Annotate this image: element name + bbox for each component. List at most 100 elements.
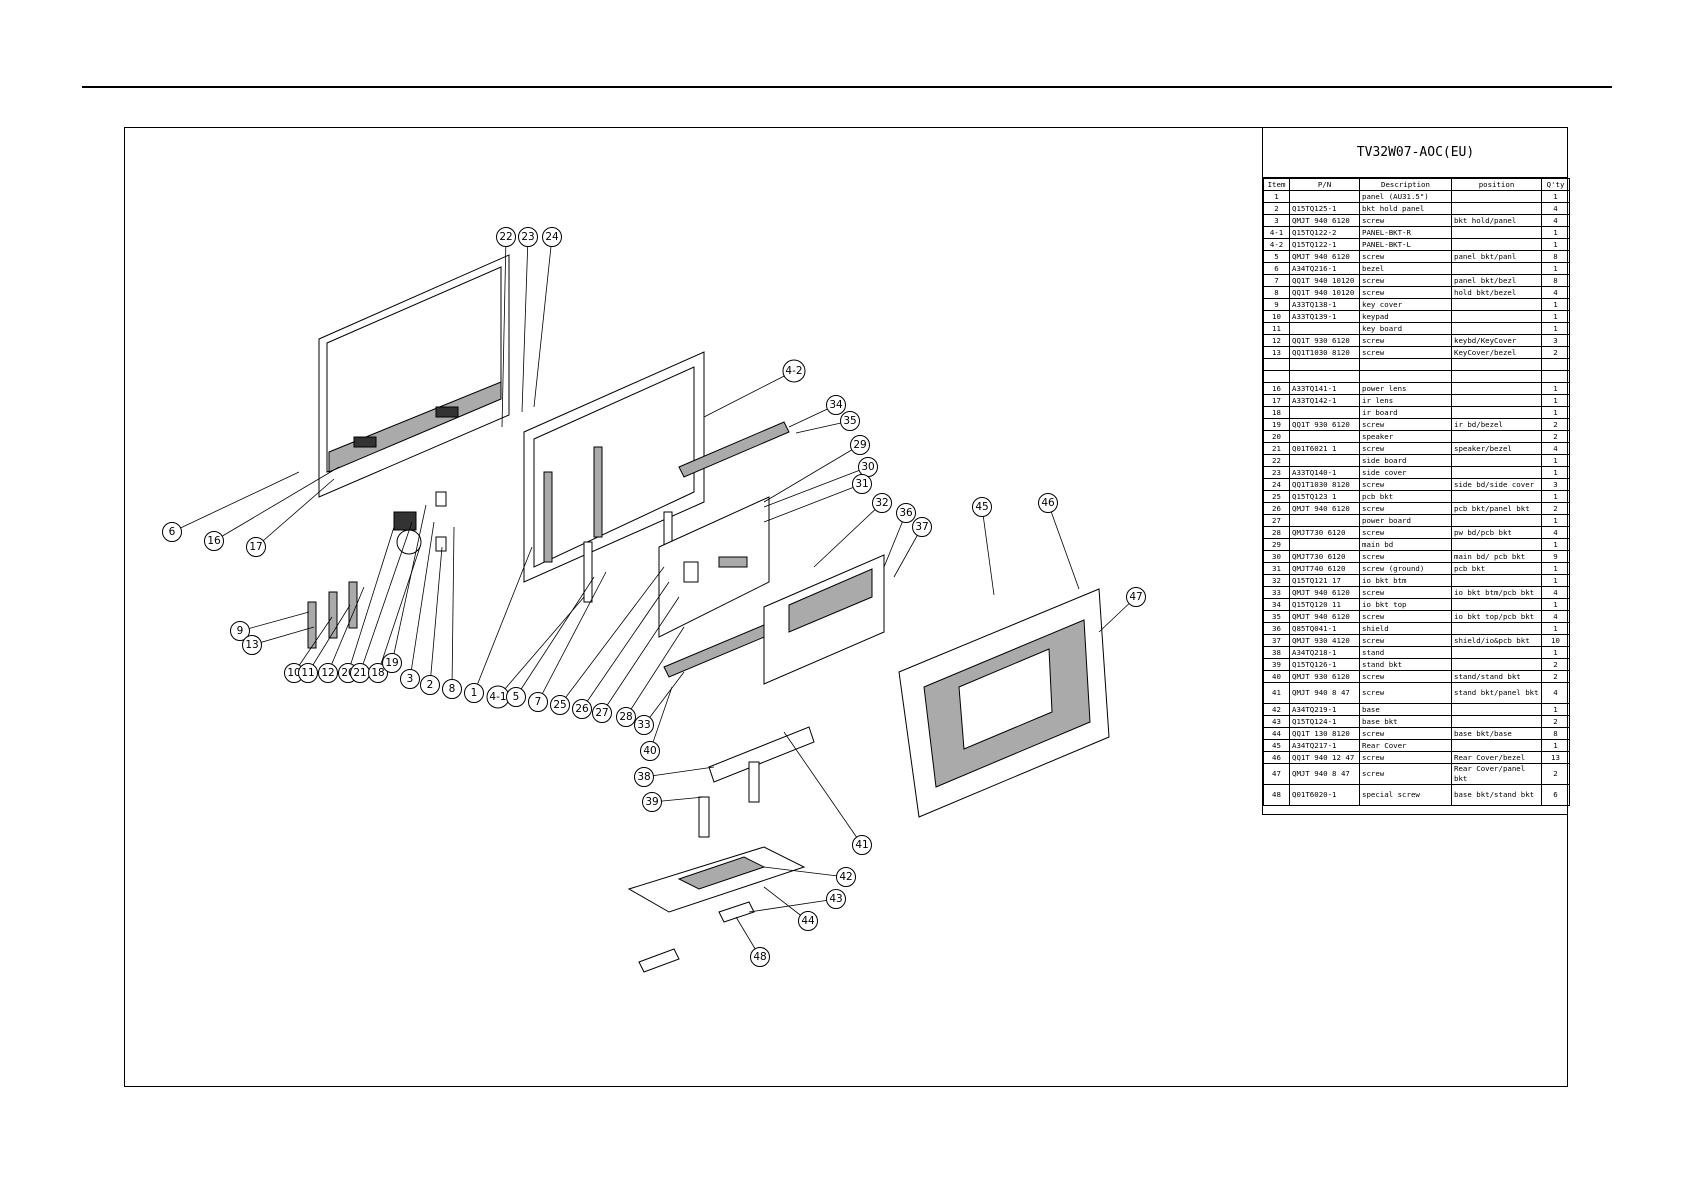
bom-cell-desc bbox=[1359, 358, 1452, 371]
callout-circle bbox=[616, 707, 636, 727]
bom-cell-item: 3 bbox=[1263, 214, 1290, 227]
bom-cell-item: 39 bbox=[1263, 658, 1290, 671]
callout-label: 21 bbox=[353, 667, 366, 679]
callout-label: 10 bbox=[287, 667, 300, 679]
bom-cell-pn: Q15TQ124-1 bbox=[1289, 715, 1360, 728]
callout-circle bbox=[750, 947, 770, 967]
callout-label: 48 bbox=[753, 951, 766, 963]
callout-27: 27 bbox=[592, 703, 612, 723]
bom-cell-item: 20 bbox=[1263, 430, 1290, 443]
callout-label: 1 bbox=[471, 687, 478, 699]
callout-45: 45 bbox=[972, 497, 992, 517]
bom-cell-item: 43 bbox=[1263, 715, 1290, 728]
bom-cell-desc: keypad bbox=[1359, 310, 1452, 323]
bom-cell-pos: Rear Cover/bezel bbox=[1451, 751, 1542, 764]
callout-12: 12 bbox=[318, 663, 338, 683]
bom-cell-qty: 4 bbox=[1541, 202, 1570, 215]
callout-label: 17 bbox=[249, 541, 262, 553]
bom-cell-qty: 1 bbox=[1541, 703, 1570, 716]
bom-cell-item: 45 bbox=[1263, 739, 1290, 752]
callout-47: 47 bbox=[1126, 587, 1146, 607]
bom-cell-pn: Q85TQ041-1 bbox=[1289, 622, 1360, 635]
bom-cell-pn: Q15TQ125-1 bbox=[1289, 202, 1360, 215]
bom-cell-desc: shield bbox=[1359, 622, 1452, 635]
leader-line bbox=[783, 731, 863, 846]
bom-cell-desc: base bbox=[1359, 703, 1452, 716]
bom-cell-pn bbox=[1289, 370, 1360, 383]
bom-cell-desc: screw bbox=[1359, 334, 1452, 347]
bom-cell-qty: 4 bbox=[1541, 610, 1570, 623]
callout-36: 36 bbox=[896, 503, 916, 523]
bom-cell-qty bbox=[1541, 358, 1570, 371]
bom-cell-desc: screw bbox=[1359, 214, 1452, 227]
part-io-bkt-bottom bbox=[663, 624, 770, 678]
bom-cell-pn: Q15TQ120 11 bbox=[1289, 598, 1360, 611]
bom-cell-item: 4-2 bbox=[1263, 238, 1290, 251]
callout-circle bbox=[298, 663, 318, 683]
bom-cell-desc: panel (AU31.5") bbox=[1359, 190, 1452, 203]
callout-circle bbox=[506, 687, 526, 707]
bom-cell-qty: 2 bbox=[1541, 658, 1570, 671]
bom-cell-pos bbox=[1451, 310, 1542, 323]
bom-cell-pos: base bkt/base bbox=[1451, 727, 1542, 740]
bom-cell-item: 33 bbox=[1263, 586, 1290, 599]
bom-cell-pos bbox=[1451, 358, 1542, 371]
callout-label: 34 bbox=[829, 399, 843, 411]
callout-label: 2 bbox=[427, 679, 434, 691]
callout-circle bbox=[912, 517, 932, 537]
callout-30: 30 bbox=[858, 457, 878, 477]
leader-line bbox=[521, 236, 529, 413]
bom-cell-qty: 8 bbox=[1541, 250, 1570, 263]
bom-cell-item: 41 bbox=[1263, 682, 1290, 704]
bom-cell-desc: screw bbox=[1359, 586, 1452, 599]
top-rule bbox=[82, 86, 1612, 88]
part-io-bkt-top bbox=[678, 421, 790, 478]
callout-label: 47 bbox=[1129, 591, 1142, 603]
leader-line bbox=[537, 571, 607, 703]
bom-cell-qty: 2 bbox=[1541, 763, 1570, 785]
leader-line bbox=[625, 626, 685, 718]
callout-48: 48 bbox=[750, 947, 770, 967]
bom-cell-pos: pw bd/pcb bkt bbox=[1451, 526, 1542, 539]
bom-header-pn: P/N bbox=[1289, 178, 1360, 191]
bom-cell-pos: ir bd/bezel bbox=[1451, 418, 1542, 431]
bom-cell-pn bbox=[1289, 358, 1360, 371]
bom-cell-item: 22 bbox=[1263, 454, 1290, 467]
callout-circle bbox=[826, 395, 846, 415]
leader-line bbox=[307, 604, 351, 674]
bom-cell-qty: 2 bbox=[1541, 346, 1570, 359]
bom-cell-pn: Q15TQ121 17 bbox=[1289, 574, 1360, 587]
callout-circle bbox=[420, 675, 440, 695]
bom-cell-pn: A34TQ216-1 bbox=[1289, 262, 1360, 275]
bom-cell-pn: QQ1T1030 8120 bbox=[1289, 478, 1360, 491]
callout-label: 37 bbox=[915, 521, 928, 533]
bom-cell-pn: Q01T6021 1 bbox=[1289, 442, 1360, 455]
callout-11: 11 bbox=[298, 663, 318, 683]
callout-circle bbox=[798, 911, 818, 931]
bom-cell-pos bbox=[1451, 298, 1542, 311]
callout-28: 28 bbox=[616, 707, 636, 727]
bom-cell-pos: hold bkt/bezel bbox=[1451, 286, 1542, 299]
bom-cell-desc: key board bbox=[1359, 322, 1452, 335]
callout-13: 13 bbox=[242, 635, 262, 655]
bom-cell-item bbox=[1263, 358, 1290, 371]
bom-cell-qty: 1 bbox=[1541, 562, 1570, 575]
callout-label: 36 bbox=[899, 507, 913, 519]
callout-label: 13 bbox=[245, 639, 258, 651]
bom-cell-desc: screw (ground) bbox=[1359, 562, 1452, 575]
callout-label: 4-1 bbox=[489, 691, 506, 703]
callout-19: 19 bbox=[382, 653, 402, 673]
bom-cell-pn bbox=[1289, 514, 1360, 527]
bom-cell-qty: 4 bbox=[1541, 286, 1570, 299]
bom-cell-pos bbox=[1451, 646, 1542, 659]
callout-34: 34 bbox=[826, 395, 846, 415]
leader-line bbox=[649, 686, 673, 752]
bom-cell-qty: 1 bbox=[1541, 190, 1570, 203]
bom-cell-qty: 4 bbox=[1541, 442, 1570, 455]
callout-40: 40 bbox=[640, 741, 660, 761]
